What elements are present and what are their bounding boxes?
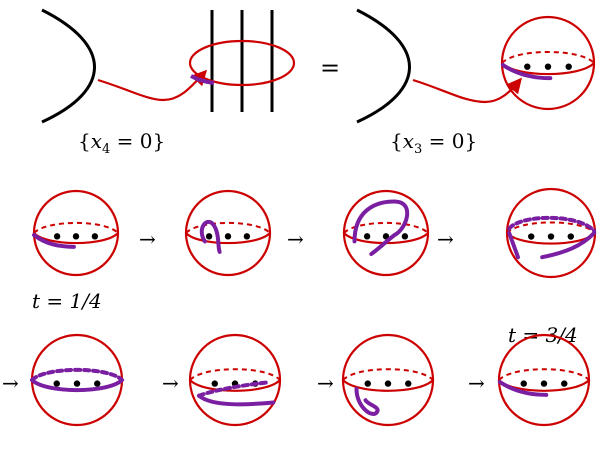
puncture-point bbox=[567, 233, 574, 240]
moving-arc bbox=[500, 63, 553, 81]
top-right-configuration: {x3 = 0} bbox=[356, 8, 596, 157]
loop-purple-arc bbox=[190, 74, 215, 85]
label-t-quarter: t = 1/4 bbox=[32, 289, 102, 313]
sphere-equator-front bbox=[189, 379, 281, 392]
sphere-outline bbox=[341, 333, 435, 427]
moving-arc bbox=[197, 380, 271, 398]
step-arrow: → bbox=[437, 227, 454, 251]
puncture-point bbox=[384, 380, 392, 387]
puncture-point bbox=[565, 63, 572, 70]
puncture-point bbox=[561, 380, 568, 387]
puncture-point bbox=[544, 63, 552, 70]
sphere-outline bbox=[497, 333, 591, 427]
moving-arc bbox=[32, 233, 76, 249]
sphere-outline bbox=[188, 333, 282, 427]
moving-arc bbox=[352, 199, 409, 256]
sphere-outline bbox=[500, 15, 596, 111]
puncture-point bbox=[528, 233, 535, 240]
puncture-point bbox=[73, 380, 81, 387]
sphere-top-right bbox=[500, 15, 596, 111]
sphere-equator-front bbox=[185, 232, 271, 245]
puncture-point bbox=[405, 380, 412, 387]
puncture-point bbox=[205, 233, 213, 240]
sphere-equator-back bbox=[189, 368, 281, 381]
puncture-point bbox=[94, 380, 101, 387]
moving-arc bbox=[199, 219, 222, 254]
sphere-equator-back bbox=[498, 368, 590, 381]
black-curve-left bbox=[41, 8, 96, 124]
puncture-point bbox=[520, 380, 527, 387]
step-arrow: → bbox=[139, 227, 156, 251]
puncture-point bbox=[382, 233, 390, 240]
step-arrow: → bbox=[317, 371, 334, 395]
step-arrow: → bbox=[162, 371, 179, 395]
sequence-row-1: → → → t = 1/4 bbox=[32, 187, 597, 313]
sphere-frame-6 bbox=[188, 333, 282, 427]
connecting-arrow-left bbox=[97, 69, 208, 102]
puncture-point bbox=[224, 233, 232, 240]
label-x4-zero: {x4 = 0} bbox=[78, 129, 165, 157]
puncture-point bbox=[53, 380, 60, 387]
connecting-arrow-right bbox=[412, 77, 522, 104]
puncture-point bbox=[363, 233, 371, 240]
moving-arc bbox=[540, 231, 597, 260]
step-arrow: → bbox=[2, 371, 19, 395]
puncture-point bbox=[401, 233, 409, 240]
equals-sign: = bbox=[320, 54, 340, 82]
label-x3-zero: {x3 = 0} bbox=[390, 129, 477, 157]
step-arrow: → bbox=[287, 227, 304, 251]
sphere-frame-2 bbox=[184, 189, 272, 277]
sphere-equator-back bbox=[501, 51, 595, 64]
moving-arc bbox=[497, 380, 549, 397]
red-loop bbox=[188, 39, 296, 87]
puncture-point bbox=[91, 233, 99, 240]
sphere-equator-front bbox=[342, 379, 434, 392]
puncture-point bbox=[540, 380, 548, 387]
sphere-frame-4 bbox=[505, 187, 597, 279]
puncture-point bbox=[547, 233, 555, 240]
sphere-frame-7 bbox=[341, 333, 435, 427]
puncture-point bbox=[211, 380, 218, 387]
sphere-frame-1 bbox=[32, 189, 120, 277]
puncture-point bbox=[364, 380, 371, 387]
sphere-equator-back bbox=[343, 221, 429, 234]
moving-arc bbox=[507, 231, 520, 260]
sphere-equator-back bbox=[33, 221, 119, 234]
moving-arc bbox=[197, 393, 276, 407]
puncture-point bbox=[524, 63, 531, 70]
moving-arc bbox=[30, 367, 124, 382]
puncture-point bbox=[72, 233, 80, 240]
puncture-point bbox=[53, 233, 61, 240]
moving-arc bbox=[30, 378, 124, 393]
sphere-equator-back bbox=[185, 221, 271, 234]
sphere-frame-5 bbox=[30, 333, 124, 427]
sphere-equator-back bbox=[342, 368, 434, 381]
step-arrow: → bbox=[468, 371, 485, 395]
puncture-point bbox=[243, 233, 251, 240]
sphere-frame-8 bbox=[497, 333, 591, 427]
sphere-frame-3 bbox=[342, 189, 430, 277]
sphere-outline bbox=[32, 189, 120, 277]
top-left-configuration: {x4 = 0} bbox=[41, 8, 296, 157]
sequence-row-2: t = 3/4 → → → → bbox=[2, 323, 591, 427]
sphere-outline bbox=[30, 333, 124, 427]
moving-arc bbox=[507, 215, 597, 233]
sphere-outline bbox=[184, 189, 272, 277]
sphere-outline bbox=[505, 187, 597, 279]
black-curve-right bbox=[356, 8, 411, 124]
moving-arc bbox=[354, 387, 380, 416]
